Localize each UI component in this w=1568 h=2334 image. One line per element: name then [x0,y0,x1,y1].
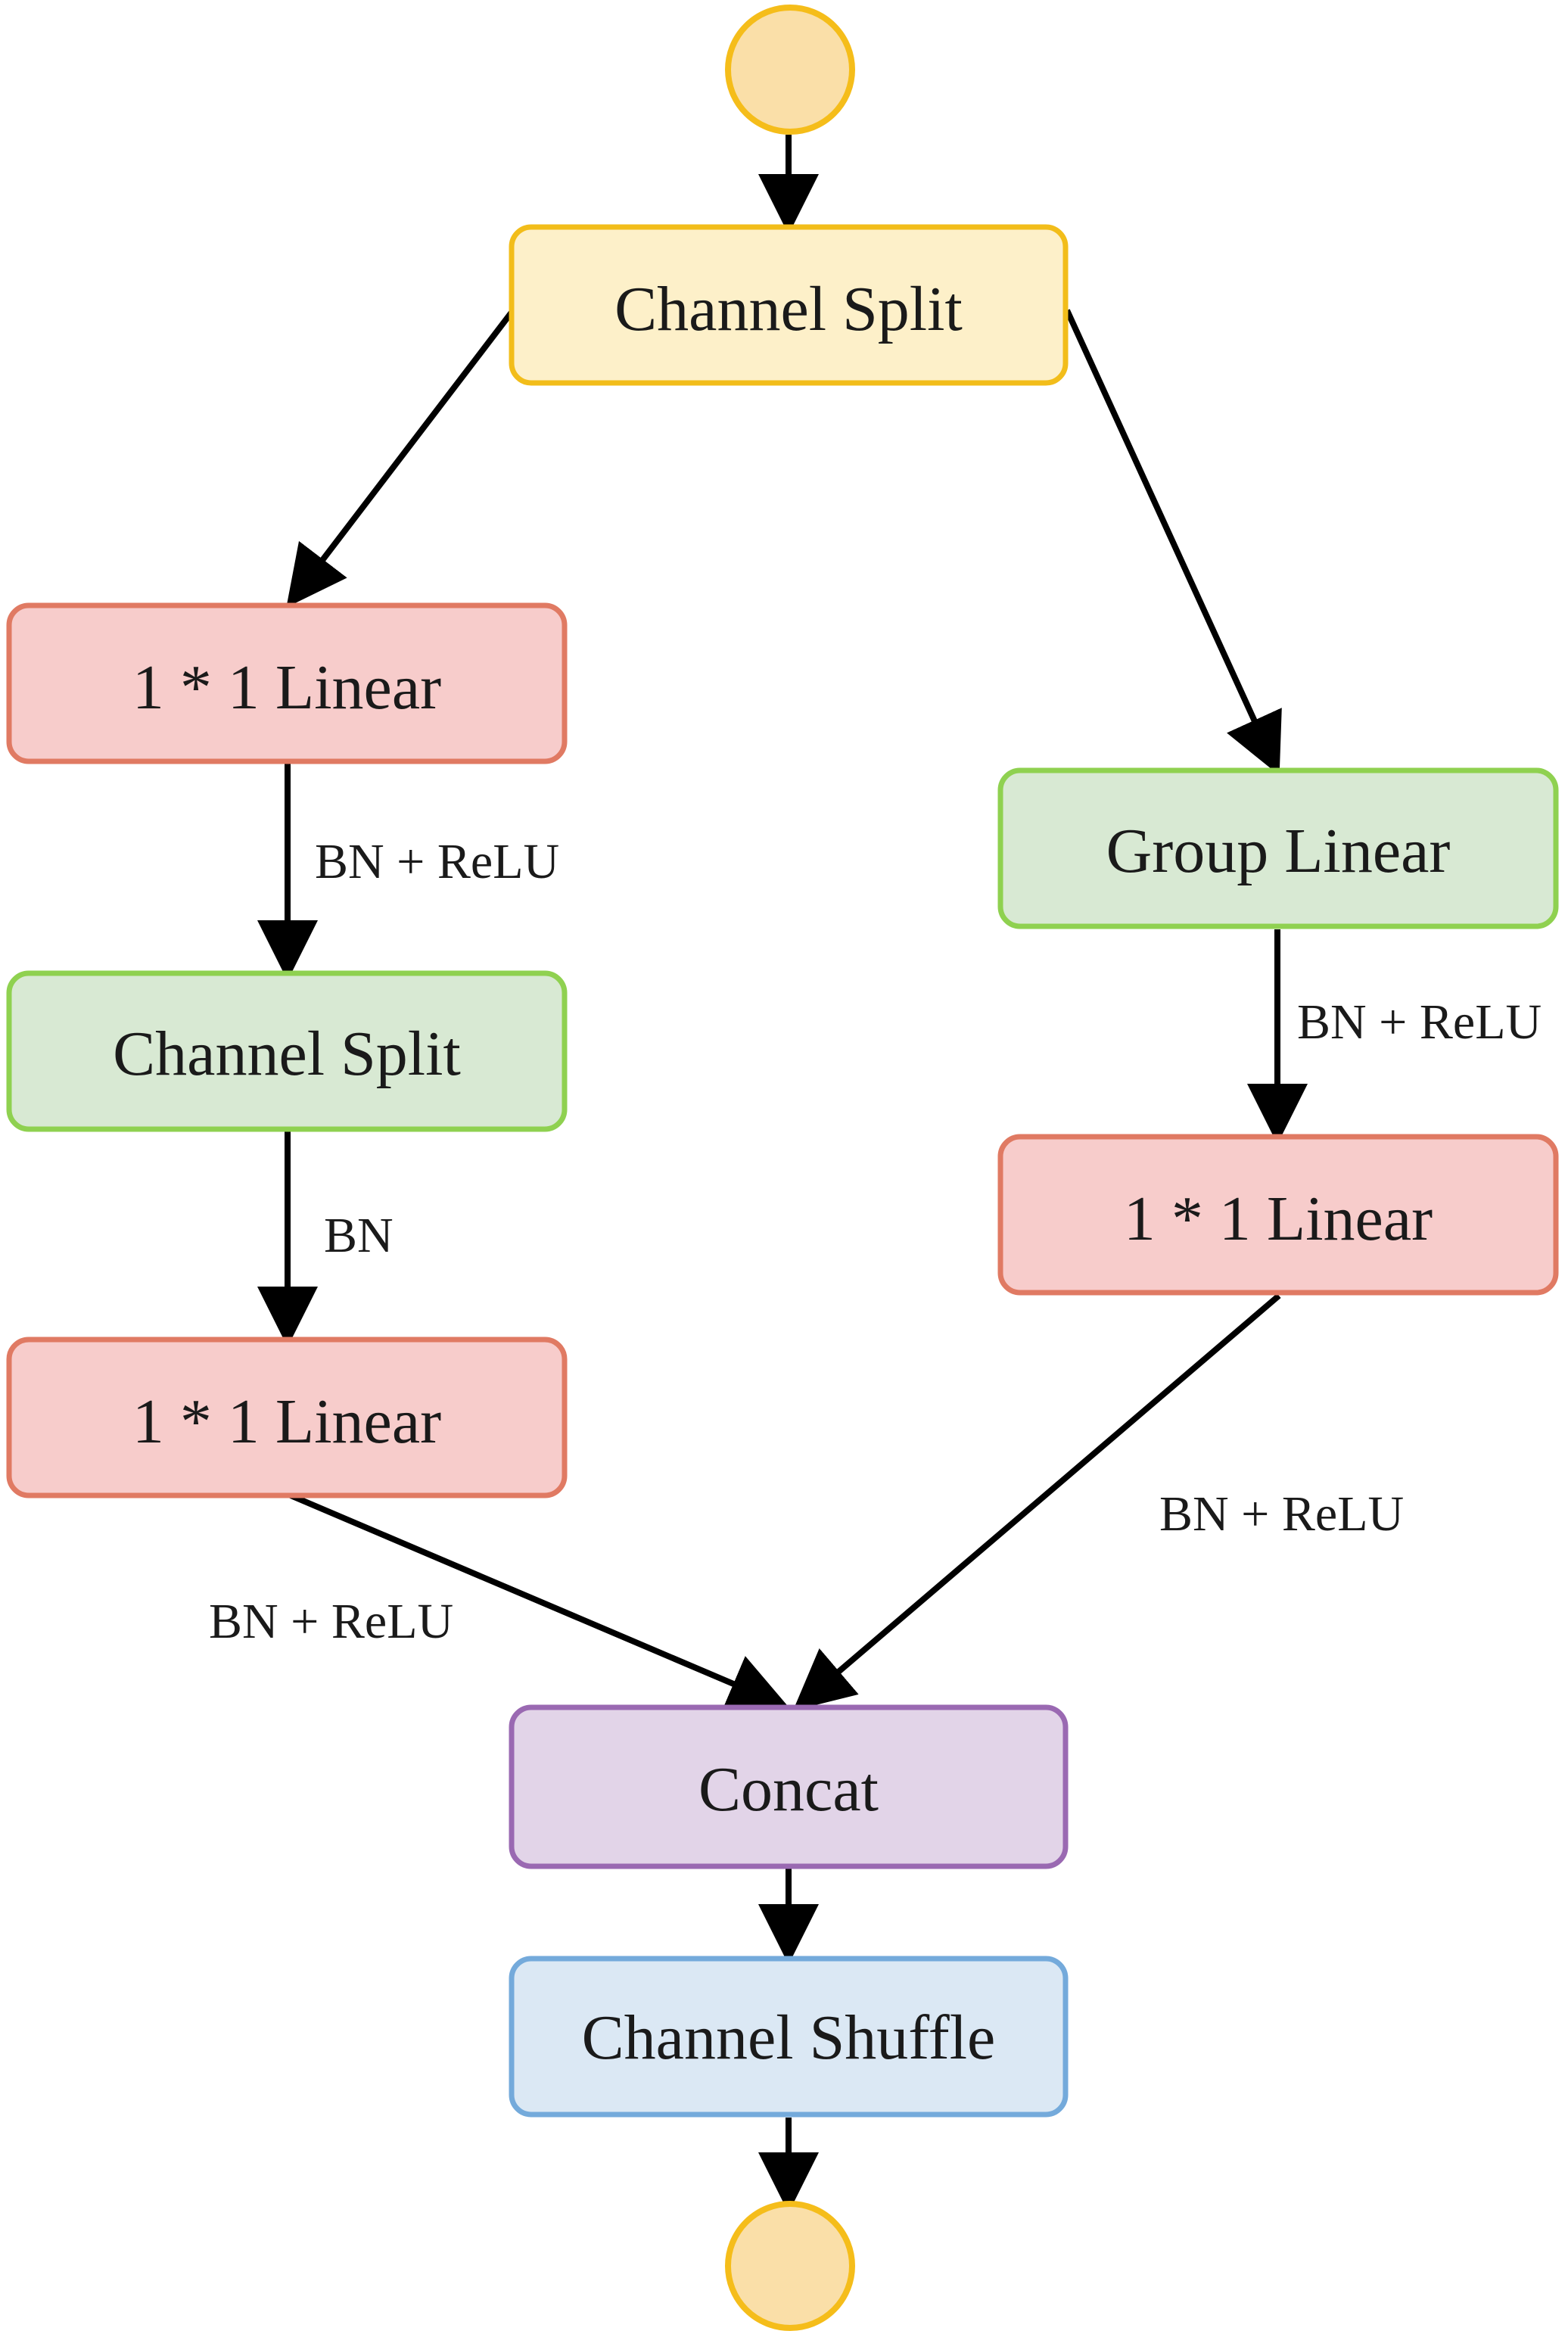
edge-split-to-group-linear [1064,309,1282,776]
left-edge-label-3: BN + ReLU [209,1594,453,1649]
right-edge-label-1: BN + ReLU [1297,994,1542,1050]
right-linear-box [997,1134,1559,1296]
top-channel-split-box [509,224,1069,386]
channel-shuffle-box [509,1956,1069,2118]
left-linear-2-box [6,1337,568,1498]
right-group-linear-label: Group Linear [1106,816,1451,886]
edge-left-linear-2-to-concat [289,1492,789,1712]
right-edge-label-2: BN + ReLU [1159,1486,1404,1542]
left-edge-label-1: BN + ReLU [315,834,559,889]
top-channel-split-label: Channel Split [614,274,963,344]
left-edge-label-2: BN [324,1208,394,1263]
left-linear-1-label: 1 * 1 Linear [132,652,441,723]
channel-shuffle-label: Channel Shuffle [582,2003,996,2073]
left-linear-1-box [6,602,568,764]
concat-label: Concat [698,1754,879,1825]
edge-right-linear-to-concat [792,1293,1281,1711]
left-linear-2-label: 1 * 1 Linear [132,1386,441,1457]
left-channel-split-box [6,970,568,1132]
right-group-linear-box [997,767,1559,929]
edge-split-to-left-linear [286,308,516,608]
right-linear-label: 1 * 1 Linear [1124,1184,1433,1254]
output-node [725,2201,855,2331]
concat-box [509,1704,1069,1869]
left-channel-split-label: Channel Split [113,1019,461,1089]
input-node [725,5,855,135]
